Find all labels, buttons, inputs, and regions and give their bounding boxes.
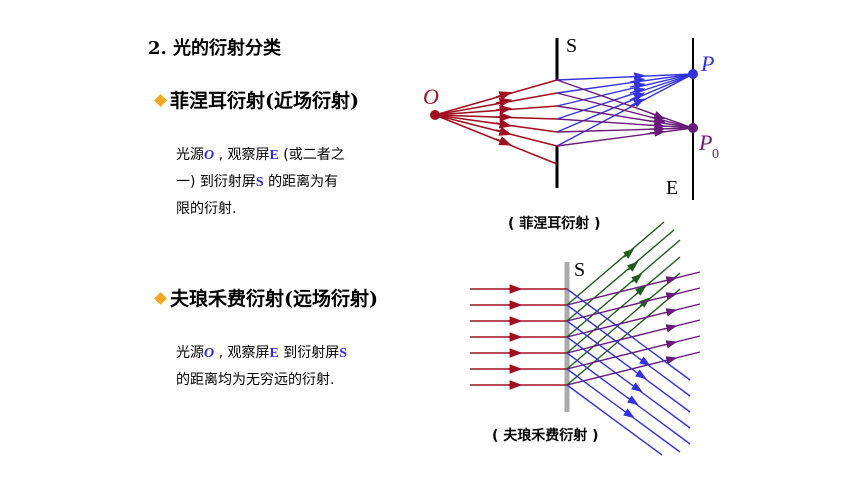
label-P0-subscript: 0 [712, 147, 719, 162]
fraunhofer-caption: ( 夫琅禾费衍射 ) [492, 427, 599, 444]
point-P0 [688, 123, 698, 133]
fraunhofer-rays-up [566, 221, 681, 386]
label-E: E [666, 177, 678, 199]
label-S: S [566, 35, 577, 57]
label-P0: P [698, 130, 712, 155]
label-P: P [700, 51, 714, 76]
fresnel-rays-to-P0 [556, 79, 694, 147]
fresnel-diagram: S E O P P 0 ( 菲涅耳衍射 ) [423, 35, 719, 232]
label-S: S [574, 259, 585, 281]
fresnel-description: 光源O , 观察屏E (或二者之 一) 到衍射屏S 的距离为有 限的衍射. [176, 147, 345, 217]
fraunhofer-rays-down [566, 288, 691, 456]
fresnel-heading: 菲涅耳衍射(近场衍射) [170, 90, 359, 112]
fraunhofer-incident-rays [470, 284, 567, 390]
fresnel-caption: ( 菲涅耳衍射 ) [508, 215, 601, 232]
section-title: 2. 光的衍射分类 [148, 38, 282, 59]
fraunhofer-rays-mid [566, 271, 701, 386]
fresnel-incident-rays [434, 79, 558, 165]
fraunhofer-heading: 夫琅禾费衍射(远场衍射) [170, 288, 378, 310]
fraunhofer-description: 光源O , 观察屏E 到衍射屏S 的距离均为无穷远的衍射. [176, 345, 348, 388]
fraunhofer-diagram: S ( 夫琅禾费衍射 ) [470, 221, 701, 456]
source-point-O [430, 110, 440, 120]
point-P [688, 69, 698, 79]
label-O: O [423, 84, 439, 109]
